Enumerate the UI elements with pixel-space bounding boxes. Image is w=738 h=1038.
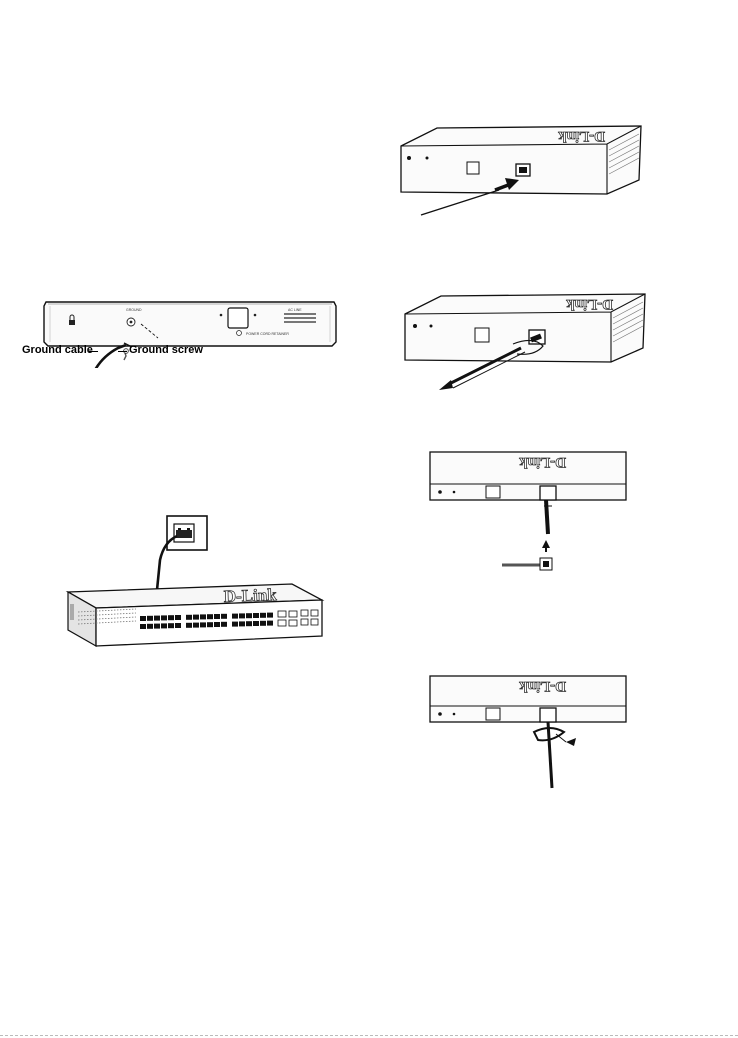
grounding-figure: GROUND POWER CORD RETAINER AC LINE xyxy=(40,298,340,368)
up-arrow-icon xyxy=(542,540,550,548)
label-leader xyxy=(118,351,127,352)
label-leader xyxy=(89,351,98,352)
retainer-tightened-figure: D-Link xyxy=(426,672,630,796)
cord-retainer-figure: D-Link xyxy=(395,292,650,402)
brand-logo: D-Link xyxy=(519,454,566,470)
ground-cable-label: Ground cable xyxy=(22,344,93,356)
ac-line-text: AC LINE xyxy=(288,308,302,312)
power-cord-insert-figure: D-Link xyxy=(395,120,645,220)
retainer-tie-figure: D-Link xyxy=(426,448,630,576)
ground-screw-label: Ground screw xyxy=(129,344,203,356)
page-bottom-edge xyxy=(0,1035,738,1036)
ground-panel-text: GROUND xyxy=(126,308,142,312)
switch-power-outlet-figure: D-Link xyxy=(56,512,328,657)
strap-arrow-icon xyxy=(439,380,453,390)
power-socket xyxy=(228,308,248,328)
wall-outlet xyxy=(167,516,207,550)
brand-logo: D-Link xyxy=(566,296,613,312)
brand-logo: D-Link xyxy=(558,128,605,144)
brand-logo: D-Link xyxy=(519,678,566,694)
power-cord-retainer-text: POWER CORD RETAINER xyxy=(246,332,289,336)
tighten-arrow-icon xyxy=(566,738,576,746)
